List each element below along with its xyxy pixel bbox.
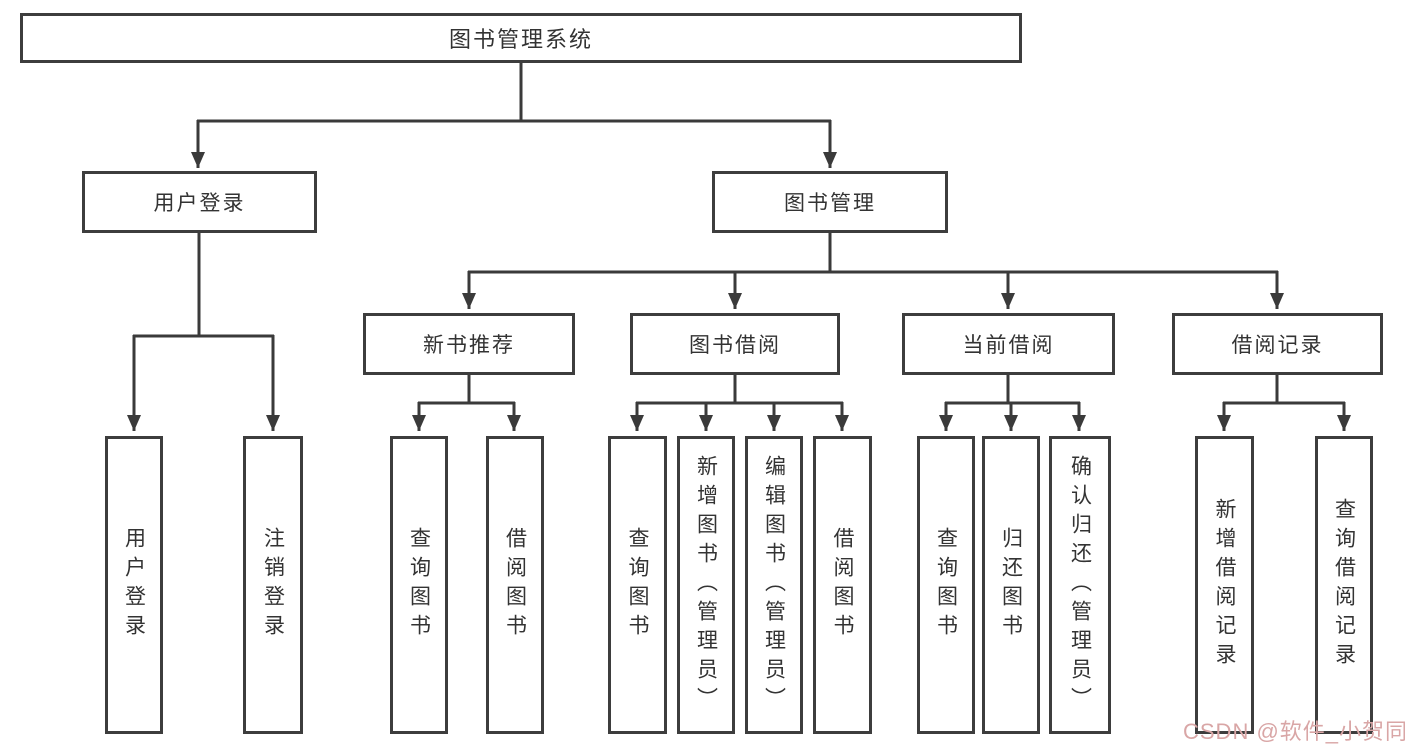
node-book-mgmt: 图书管理 — [712, 171, 948, 233]
node-leaf-return-book: 归还图书 — [982, 436, 1040, 734]
node-leaf-confirm-return: 确认归还（管理员） — [1049, 436, 1111, 734]
node-new-book-recommend: 新书推荐 — [363, 313, 575, 375]
node-leaf-query-borrow-record: 查询借阅记录 — [1315, 436, 1373, 734]
node-leaf-edit-book: 编辑图书（管理员） — [745, 436, 803, 734]
node-root: 图书管理系统 — [20, 13, 1022, 63]
node-book-borrow: 图书借阅 — [630, 313, 840, 375]
node-leaf-query-books-1: 查询图书 — [390, 436, 448, 734]
node-current-borrow: 当前借阅 — [902, 313, 1115, 375]
node-leaf-add-borrow-record: 新增借阅记录 — [1195, 436, 1254, 734]
node-leaf-query-books-3: 查询图书 — [917, 436, 975, 734]
node-borrow-records: 借阅记录 — [1172, 313, 1383, 375]
node-leaf-borrow-books-1: 借阅图书 — [486, 436, 544, 734]
csdn-watermark: CSDN @软件_小贺同学 — [1183, 719, 1405, 744]
node-user-login: 用户登录 — [82, 171, 317, 233]
node-leaf-query-books-2: 查询图书 — [608, 436, 667, 734]
node-leaf-user-login: 用户登录 — [105, 436, 163, 734]
node-leaf-add-book: 新增图书（管理员） — [677, 436, 735, 734]
node-leaf-logout: 注销登录 — [243, 436, 303, 734]
node-leaf-borrow-books-2: 借阅图书 — [813, 436, 872, 734]
